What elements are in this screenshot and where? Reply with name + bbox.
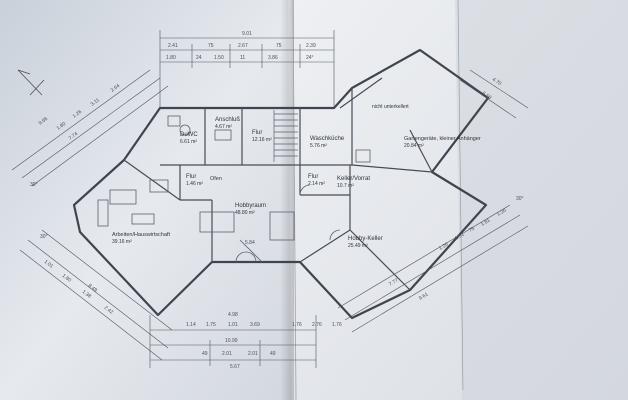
paper-sheet-left bbox=[0, 0, 304, 400]
dim-top-total: 9.01 bbox=[242, 31, 252, 37]
paper-fold bbox=[280, 0, 294, 400]
dim-right-diag-2: 1.51 bbox=[454, 231, 466, 241]
dim-left-bot-3: 1.38 bbox=[81, 289, 93, 300]
dim-right-total: 9.61 bbox=[418, 291, 430, 301]
room-hobbyraum-name: Hobbyraum bbox=[235, 203, 266, 209]
room-kellervorrat-area: 10.7 m² bbox=[337, 183, 354, 189]
dim-right-top2: 5.58 bbox=[481, 91, 493, 102]
dim-right-diag-5: 1.26 bbox=[496, 207, 508, 217]
room-ofen-name: Ofen bbox=[210, 176, 222, 182]
dim-angle-1: 30° bbox=[30, 182, 38, 188]
room-anschluss-area: 4.67 m² bbox=[215, 124, 232, 130]
dim-bottom-1: 49 bbox=[202, 351, 208, 357]
dim-right-diag-4: 1.81 bbox=[480, 217, 492, 227]
room-duwc-name: DuWC bbox=[180, 132, 198, 138]
dim-left-bot-4: 2.42 bbox=[103, 305, 115, 316]
dim-lower-mid-total: 4.98 bbox=[228, 312, 238, 318]
dim-bottom2-1: 5.67 bbox=[230, 364, 240, 370]
dim-left-diag-1: 1.80 bbox=[56, 121, 68, 132]
inner-walls bbox=[123, 77, 433, 291]
dim-top-3: 2.67 bbox=[238, 43, 248, 49]
dimension-lines bbox=[11, 30, 529, 368]
dim-angle-3: 30° bbox=[516, 196, 524, 202]
dim-left-diag-2: 1.26 bbox=[72, 109, 84, 120]
dim-lower-mid-3: 1.01 bbox=[228, 322, 238, 328]
dim-left-bot-total: 8.49 bbox=[87, 283, 99, 294]
dim-top2-3: 1.50 bbox=[214, 55, 224, 61]
dim-mid-width: 5.84 bbox=[245, 240, 255, 246]
dim-top-4: 75 bbox=[276, 43, 282, 49]
room-flur-left-area: 1.46 m² bbox=[186, 181, 203, 187]
room-anschluss-name: Anschluß bbox=[215, 117, 240, 123]
room-waschkueche-area: 5.76 m² bbox=[310, 143, 327, 149]
dim-lower-mid-4: 3.69 bbox=[250, 322, 260, 328]
room-arbeiten-name: Arbeiten/Hauswirtschaft bbox=[112, 232, 171, 238]
dim-top-2: 75 bbox=[208, 43, 214, 49]
dim-lower-right-3: 1.76 bbox=[332, 322, 342, 328]
room-waschkueche-name: Waschküche bbox=[310, 136, 345, 142]
room-hobbykeller-name: Hobby-Keller bbox=[348, 236, 383, 242]
outer-walls bbox=[72, 48, 490, 320]
stairs bbox=[273, 110, 298, 162]
dim-right-top: 4.70 bbox=[491, 77, 503, 88]
dim-bottom-total: 10.99 bbox=[225, 338, 238, 344]
dim-top-5: 2.39 bbox=[306, 43, 316, 49]
dim-top2-4: 11 bbox=[240, 55, 245, 61]
dim-bottom-2: 2.01 bbox=[222, 351, 232, 357]
room-labels: DuWC 6.61 m² Anschluß 4.67 m² Flur 12.16… bbox=[112, 104, 481, 249]
north-arrow-icon bbox=[17, 69, 45, 96]
furniture bbox=[97, 115, 371, 263]
room-nicht-unterkellert-name: nicht unterkellert bbox=[372, 104, 409, 110]
room-flur-top-name: Flur bbox=[252, 130, 262, 136]
dimension-labels: 9.01 2.41 75 2.67 75 2.39 1.80 24 1.50 1… bbox=[30, 31, 524, 370]
paper-sheet-edge bbox=[455, 0, 628, 400]
room-garten-name: Gartengeräte, kleiner Anhänger bbox=[404, 136, 481, 142]
dim-left-total: 9.66 bbox=[38, 116, 50, 127]
dim-right-diag-total: 7.77 bbox=[388, 277, 400, 287]
dim-lower-right-2: 2.76 bbox=[312, 322, 322, 328]
dim-lower-right-1: 1.76 bbox=[292, 322, 302, 328]
room-flur-left-name: Flur bbox=[186, 174, 196, 180]
dim-left-diag-total: 7.74 bbox=[68, 131, 80, 142]
dim-top-angle: 24° bbox=[306, 55, 314, 61]
dim-lower-mid-1: 1.14 bbox=[186, 322, 196, 328]
dim-top2-5: 3.86 bbox=[268, 55, 278, 61]
dim-right-diag-1: 1.26 bbox=[438, 241, 450, 251]
dim-left-diag-3: 3.11 bbox=[90, 97, 101, 107]
room-garten-area: 20.84 m² bbox=[404, 143, 424, 149]
dim-left-diag-4: 2.64 bbox=[110, 83, 122, 94]
dim-bottom-4: 49 bbox=[270, 351, 276, 357]
room-duwc-area: 6.61 m² bbox=[180, 139, 197, 145]
room-flur-right-name: Flur bbox=[308, 174, 318, 180]
dim-bottom-3: 2.01 bbox=[248, 351, 258, 357]
room-arbeiten-area: 39.16 m² bbox=[112, 239, 132, 245]
room-flur-right-area: 2.14 m² bbox=[308, 181, 325, 187]
dim-top2-2: 24 bbox=[196, 55, 202, 61]
room-hobbykeller-area: 25.49 m² bbox=[348, 243, 368, 249]
room-kellervorrat-name: Keller/Vorrat bbox=[337, 176, 370, 182]
dim-right-diag-3: 75 bbox=[468, 226, 476, 234]
room-flur-top-area: 12.16 m² bbox=[252, 137, 272, 143]
dim-left-bot-1: 1.01 bbox=[43, 259, 55, 270]
room-hobbyraum-area: 48.80 m² bbox=[235, 210, 255, 216]
dim-angle-2: 30° bbox=[40, 234, 48, 240]
dim-top2-1: 1.80 bbox=[166, 55, 176, 61]
dim-left-bot-2: 1.80 bbox=[61, 273, 73, 284]
dim-lower-mid-2: 1.75 bbox=[206, 322, 216, 328]
dim-top-1: 2.41 bbox=[168, 43, 178, 49]
